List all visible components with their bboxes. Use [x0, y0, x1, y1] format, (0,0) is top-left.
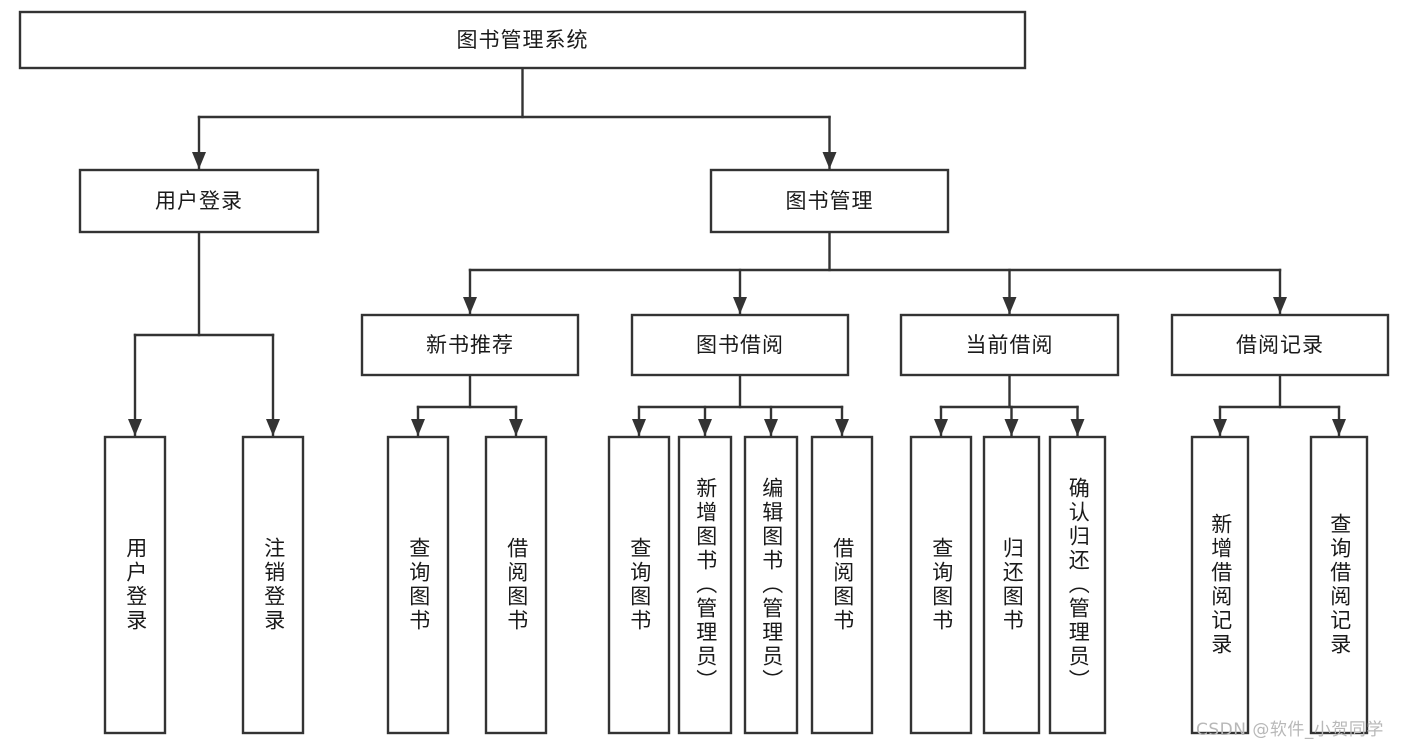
arrow-head-l2-book-mgmt-1 [733, 297, 747, 314]
node-box-l4-borrow-book-a[interactable] [484, 435, 548, 735]
node-label-l3-borrow-record: 借阅记录 [1236, 332, 1324, 357]
arrow-head-l3-current-borrow-2 [1070, 419, 1085, 436]
arrow-head-l3-new-book-rec-0 [411, 419, 425, 436]
arrow-head-l3-book-borrow-1 [698, 419, 712, 436]
node-box-l4-query-book-b[interactable] [607, 435, 671, 735]
node-label-l4-user-login: 用户登录 [123, 537, 148, 633]
node-label-l2-book-mgmt: 图书管理 [785, 188, 874, 213]
node-label-l4-edit-book: 编辑图书（管理员） [759, 477, 784, 693]
node-label-l3-book-borrow: 图书借阅 [696, 332, 784, 357]
arrow-head-l3-book-borrow-3 [835, 419, 849, 436]
node-label-l4-query-book-b: 查询图书 [627, 537, 652, 633]
node-label-root: 图书管理系统 [456, 27, 589, 52]
arrow-head-root-1 [822, 152, 837, 169]
boxes-layer [18, 10, 1390, 735]
node-box-l4-edit-book[interactable] [743, 435, 799, 735]
node-box-l2-book-mgmt[interactable] [709, 168, 950, 234]
node-box-l3-current-borrow[interactable] [899, 313, 1120, 377]
node-box-l4-add-record[interactable] [1190, 435, 1250, 735]
node-label-l4-borrow-book-b: 借阅图书 [830, 537, 855, 633]
arrow-head-l3-borrow-record-0 [1213, 419, 1227, 436]
csdn-watermark: CSDN @软件_小贺同学 [1196, 720, 1384, 740]
arrow-head-l3-borrow-record-1 [1332, 419, 1346, 436]
arrow-head-l3-book-borrow-2 [764, 419, 778, 436]
node-label-l4-confirm-return: 确认归还（管理员） [1066, 477, 1091, 693]
node-box-l4-logout-login[interactable] [241, 435, 305, 735]
node-box-l3-book-borrow[interactable] [630, 313, 850, 377]
node-box-l3-borrow-record[interactable] [1170, 313, 1390, 377]
arrow-head-l3-new-book-rec-1 [509, 419, 523, 436]
node-box-l4-return-book[interactable] [982, 435, 1041, 735]
node-box-l4-confirm-return[interactable] [1048, 435, 1107, 735]
node-label-l2-user-login: 用户登录 [155, 188, 243, 213]
edges-layer [128, 66, 1346, 437]
node-label-l4-return-book: 归还图书 [1000, 537, 1025, 633]
arrow-head-l2-book-mgmt-2 [1002, 297, 1017, 314]
arrow-head-l2-book-mgmt-3 [1273, 297, 1287, 314]
arrow-head-root-0 [192, 152, 206, 169]
node-box-l3-new-book-rec[interactable] [360, 313, 580, 377]
node-label-l3-new-book-rec: 新书推荐 [426, 332, 514, 357]
node-box-l4-add-book[interactable] [677, 435, 733, 735]
node-box-l4-query-book-c[interactable] [909, 435, 973, 735]
node-box-l2-user-login[interactable] [78, 168, 320, 234]
node-label-l4-query-book-a: 查询图书 [406, 537, 431, 633]
arrow-head-l2-book-mgmt-0 [463, 297, 477, 314]
node-label-l3-current-borrow: 当前借阅 [965, 332, 1054, 357]
arrow-head-l3-current-borrow-0 [934, 419, 948, 436]
node-label-l4-borrow-book-a: 借阅图书 [504, 537, 529, 633]
arrow-head-l3-current-borrow-1 [1004, 419, 1019, 436]
node-label-l4-query-book-c: 查询图书 [929, 537, 954, 633]
node-box-l4-user-login[interactable] [103, 435, 167, 735]
arrow-head-l2-user-login-0 [128, 419, 142, 436]
node-label-l4-query-record: 查询借阅记录 [1327, 513, 1352, 657]
arrow-head-l2-user-login-1 [266, 419, 280, 436]
node-label-l4-add-record: 新增借阅记录 [1208, 513, 1233, 657]
node-box-l4-query-record[interactable] [1309, 435, 1369, 735]
node-box-l4-borrow-book-b[interactable] [810, 435, 874, 735]
node-box-root[interactable] [18, 10, 1027, 70]
arrow-head-l3-book-borrow-0 [632, 419, 646, 436]
node-label-l4-add-book: 新增图书（管理员） [693, 477, 718, 693]
node-box-l4-query-book-a[interactable] [386, 435, 450, 735]
node-label-l4-logout-login: 注销登录 [261, 537, 286, 633]
